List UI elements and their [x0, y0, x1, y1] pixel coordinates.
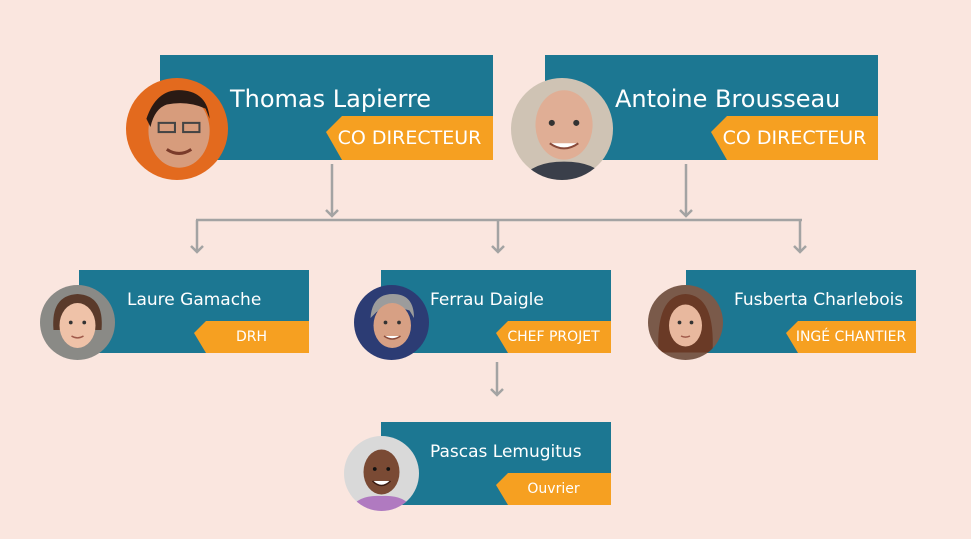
portrait-icon	[648, 285, 723, 360]
portrait-icon	[40, 285, 115, 360]
person-name: Laure Gamache	[127, 290, 262, 310]
avatar	[648, 285, 723, 360]
role-tag: INGÉ CHANTIER	[786, 321, 916, 353]
role-tag: CO DIRECTEUR	[326, 116, 493, 160]
portrait-icon	[126, 78, 228, 180]
role-tag: DRH	[194, 321, 309, 353]
portrait-icon	[344, 436, 419, 511]
person-name: Antoine Brousseau	[615, 85, 841, 113]
avatar	[126, 78, 228, 180]
avatar	[354, 285, 429, 360]
avatar	[40, 285, 115, 360]
avatar	[511, 78, 613, 180]
avatar	[344, 436, 419, 511]
person-name: Thomas Lapierre	[230, 85, 432, 113]
role-tag: Ouvrier	[496, 473, 611, 505]
role-tag: CO DIRECTEUR	[711, 116, 878, 160]
role-tag: CHEF PROJET	[496, 321, 611, 353]
person-name: Pascas Lemugitus	[430, 442, 582, 462]
portrait-icon	[511, 78, 613, 180]
person-name: Ferrau Daigle	[430, 290, 544, 310]
portrait-icon	[354, 285, 429, 360]
person-name: Fusberta Charlebois	[734, 290, 904, 310]
